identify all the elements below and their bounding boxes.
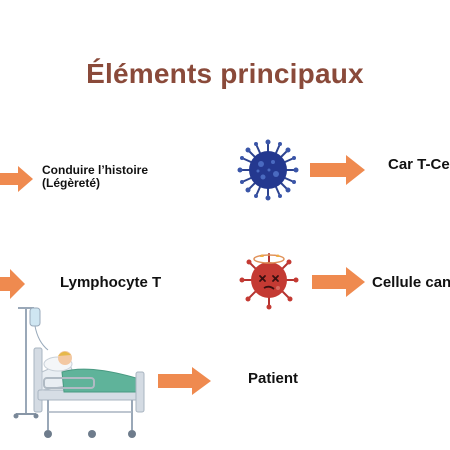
arrow-icon bbox=[310, 155, 365, 185]
row2-right-label: Cellule can bbox=[372, 274, 450, 291]
row2-left-label: Lymphocyte T bbox=[60, 274, 162, 291]
arrow-icon bbox=[0, 166, 33, 192]
hospital-bed-icon bbox=[13, 307, 145, 438]
row1-left-label-line2: (Légèreté) bbox=[42, 176, 101, 190]
arrow-icon bbox=[158, 367, 211, 395]
patient-label: Patient bbox=[248, 370, 299, 387]
dizzy-virus-icon bbox=[239, 253, 299, 310]
row1-left-label: Conduire l’histoire (Légèreté) bbox=[42, 164, 148, 190]
virus-icon bbox=[237, 139, 299, 201]
page-title: Éléments principaux bbox=[86, 58, 364, 89]
row1-right-label: Car T-Ce bbox=[388, 156, 450, 173]
arrow-icon bbox=[0, 269, 25, 299]
row1-left-label-line1: Conduire l’histoire bbox=[42, 163, 149, 177]
arrow-icon bbox=[312, 267, 365, 297]
